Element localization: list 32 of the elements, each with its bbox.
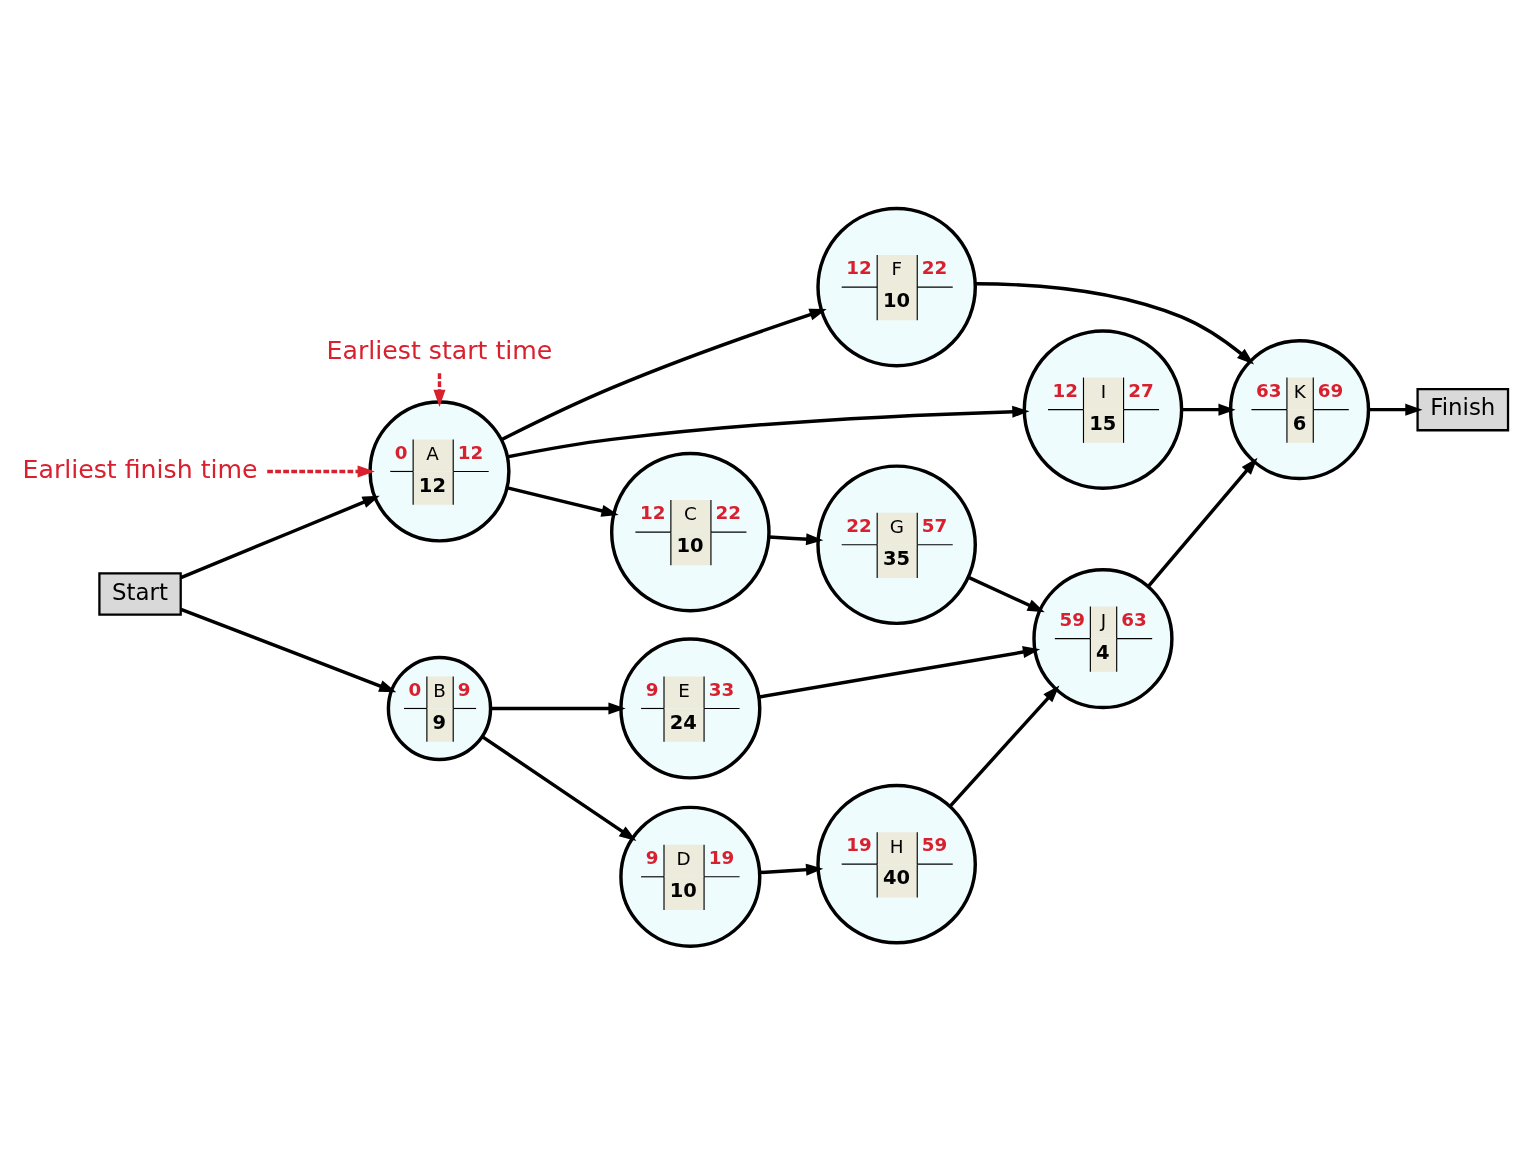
arrow (759, 863, 824, 876)
node-text: Earliest finish time (22, 454, 258, 484)
arrow (758, 645, 1041, 699)
node-circle: 9 E 33 24 (619, 636, 762, 780)
arrow (500, 308, 827, 441)
arrow (506, 485, 619, 517)
arrow (768, 532, 824, 545)
arrow (948, 685, 1060, 808)
node-circle: 0 A 12 12 (368, 399, 511, 543)
arrow (975, 281, 1255, 364)
node-box: Finish (1416, 387, 1510, 431)
node-circle: 59 J 63 4 (1032, 567, 1174, 709)
arrow (1182, 403, 1236, 416)
node-circle: 0 B 9 9 (386, 655, 493, 761)
node-text: Earliest start time (326, 335, 553, 365)
node-circle: 12 C 22 10 (610, 451, 771, 612)
arrow (481, 734, 637, 841)
arrow (267, 464, 375, 477)
node-box: Start (98, 571, 182, 616)
arrow (1368, 403, 1423, 416)
arrow (490, 701, 626, 714)
arrow (180, 495, 380, 579)
node-circle: 19 H 59 40 (816, 783, 977, 945)
arrow (967, 575, 1045, 612)
node-circle: 12 F 22 10 (816, 206, 977, 367)
node-circle: 12 I 27 15 (1022, 328, 1184, 490)
node-circle: 22 G 57 35 (816, 463, 977, 625)
arrow (507, 405, 1030, 459)
arrow (1146, 457, 1258, 588)
arrow (433, 372, 446, 407)
node-circle: 63 K 69 6 (1228, 338, 1371, 480)
arrow (180, 607, 397, 692)
